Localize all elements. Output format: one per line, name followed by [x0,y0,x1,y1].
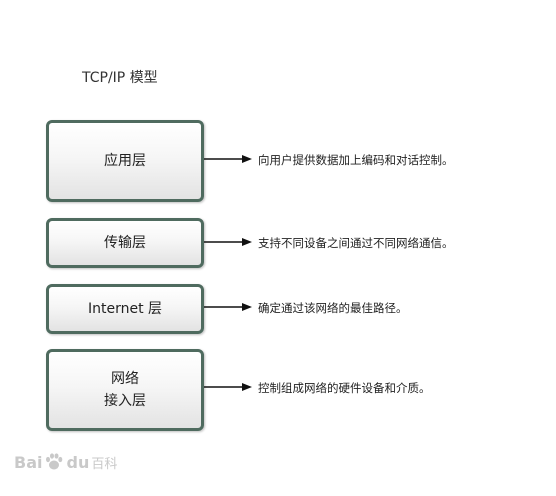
arrow-right-icon [204,238,252,246]
layer-label-line: 网络 [111,371,139,387]
layer-label-line: Internet 层 [87,301,163,317]
baidu-watermark: Bai du 百科 [14,452,117,472]
layer-label-application: 应用层 [104,150,146,172]
layer-label-network-access: 网络 接入层 [104,368,146,412]
layer-label-line: 应用层 [104,153,146,169]
layer-box-network-access: 网络 接入层 [46,349,204,431]
layer-description-transport: 支持不同设备之间通过不同网络通信。 [258,236,454,250]
layer-description-network-access: 控制组成网络的硬件设备和介质。 [258,381,431,395]
diagram-title: TCP/IP 模型 [82,70,158,86]
arrow-right-icon [204,303,252,311]
watermark-text-bai: Bai [14,452,43,472]
watermark-text-du: du [66,452,90,472]
baidu-paw-icon [46,453,63,470]
layer-label-internet: Internet 层 [88,298,162,320]
layer-label-line: 传输层 [104,235,146,251]
layer-box-application: 应用层 [46,120,204,202]
layer-label-transport: 传输层 [104,232,146,254]
layer-label-line: 接入层 [104,393,146,409]
layer-box-transport: 传输层 [46,218,204,268]
watermark-text-baike: 百科 [91,456,118,472]
arrow-right-icon [204,383,252,391]
layer-box-internet: Internet 层 [46,284,204,334]
arrow-right-icon [204,155,252,163]
layer-description-internet: 确定通过该网络的最佳路径。 [258,301,408,315]
layer-description-application: 向用户提供数据加上编码和对话控制。 [258,153,454,167]
